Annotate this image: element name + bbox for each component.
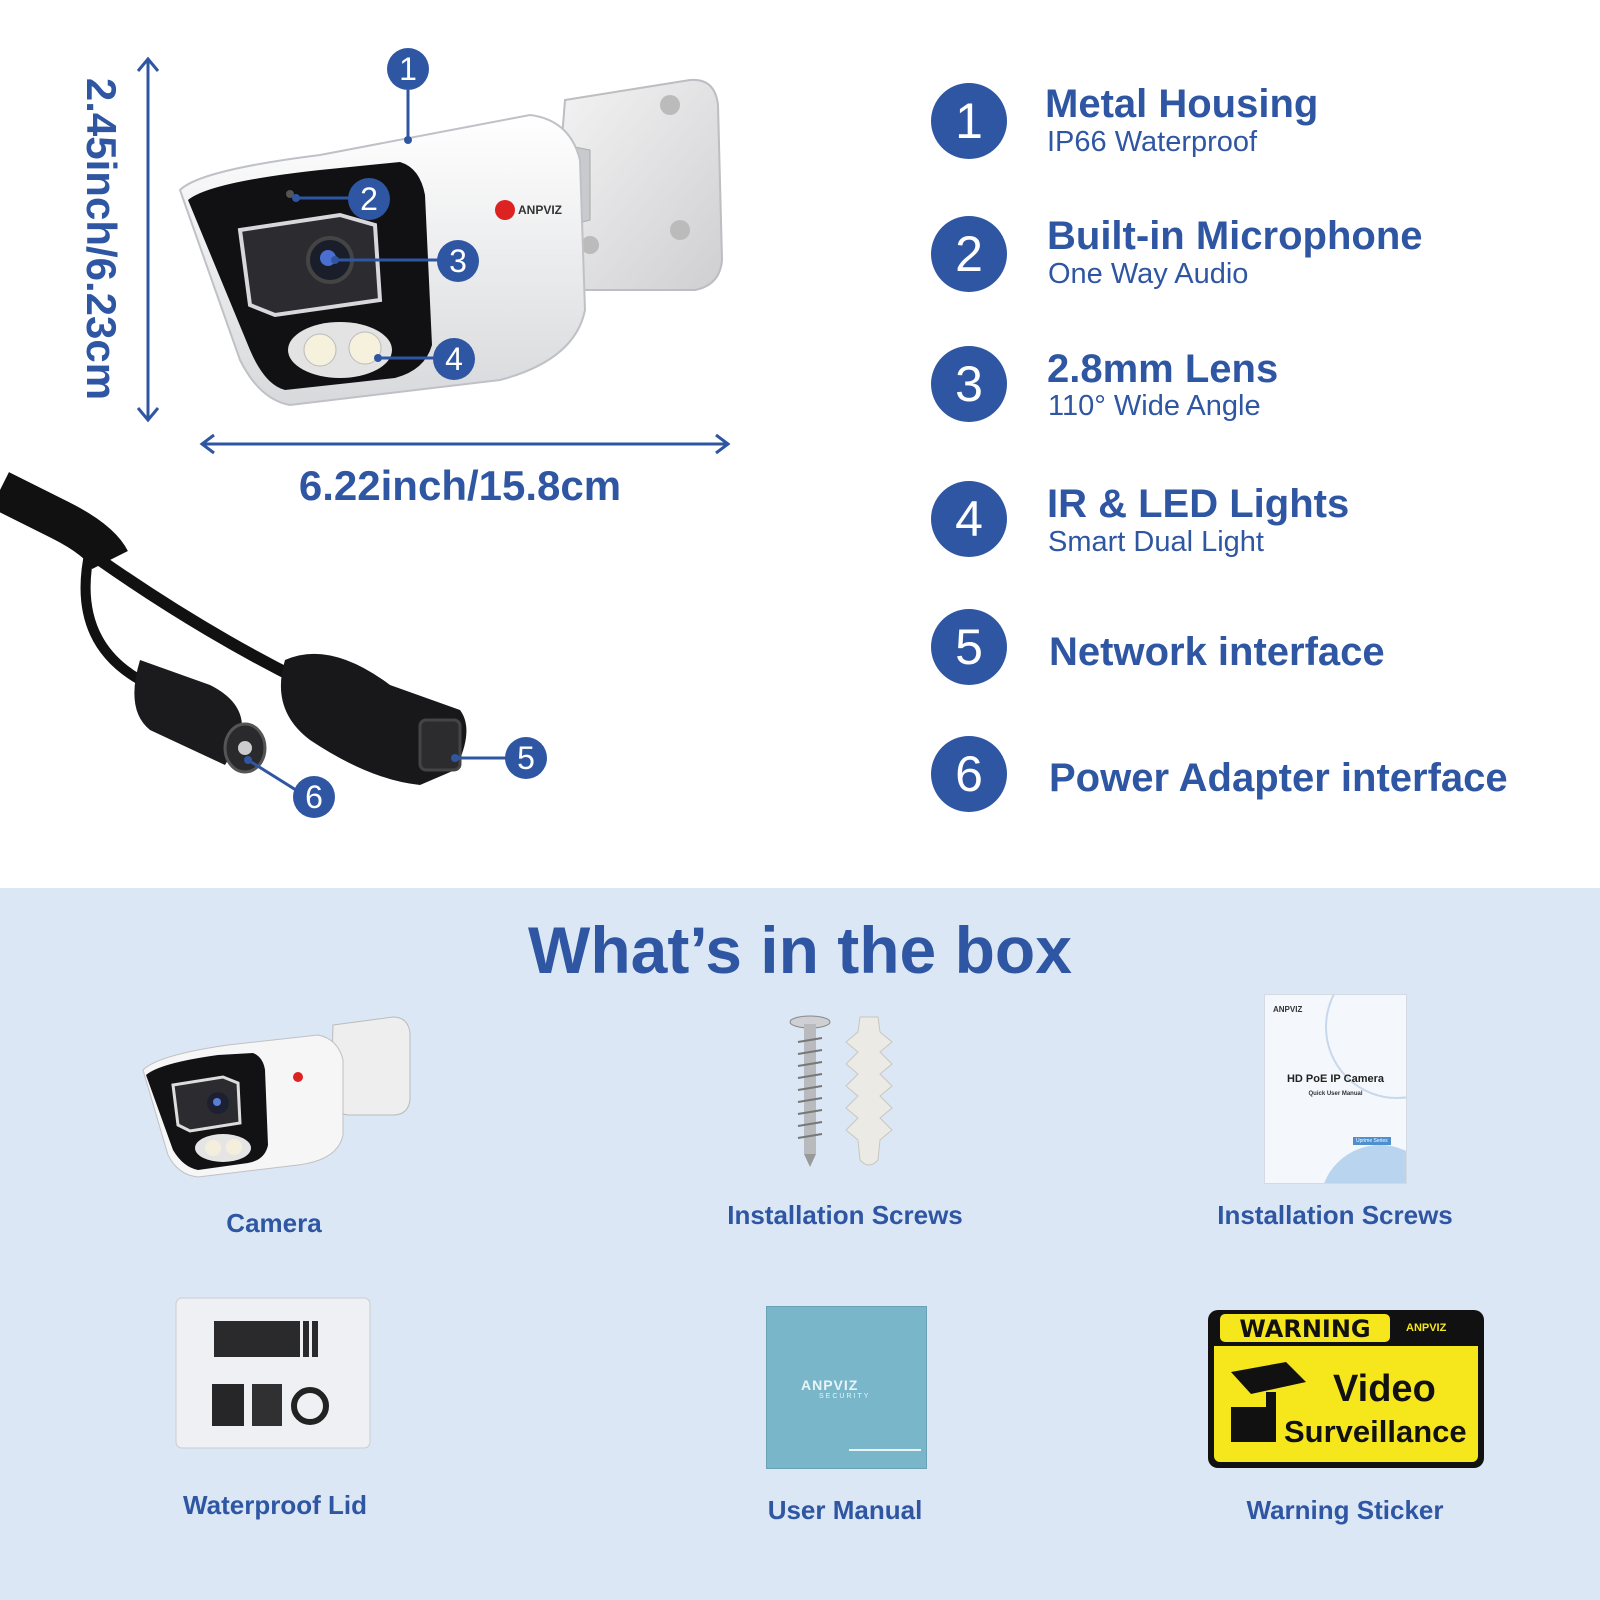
booklet-title: HD PoE IP Camera xyxy=(1286,1073,1384,1085)
sticker-warning-text: WARNING xyxy=(1220,1314,1390,1343)
feature-title-2: Built-in Microphone xyxy=(1047,214,1423,258)
feature-number-2: 2 xyxy=(931,216,1007,292)
feature-number-6: 6 xyxy=(931,736,1007,812)
box-item-label-installation-screws-2: Installation Screws xyxy=(1217,1200,1453,1230)
sticker-line1: Video xyxy=(1333,1368,1436,1410)
waterproof-lid-icon xyxy=(175,1297,371,1449)
feature-title-5: Network interface xyxy=(1049,630,1385,674)
box-item-label-installation-screws: Installation Screws xyxy=(727,1200,963,1230)
callout-1: 1 xyxy=(387,48,429,90)
feature-number-1: 1 xyxy=(931,83,1007,159)
user-manual-brand: ANPVIZ xyxy=(801,1377,859,1393)
sticker-brand: ANPVIZ xyxy=(1406,1322,1447,1334)
camera-brand-logo: ANPVIZ xyxy=(518,203,562,217)
sticker-line2: Surveillance xyxy=(1284,1414,1467,1449)
user-manual-icon: ANPVIZ SECURITY xyxy=(766,1306,927,1469)
box-item-label-waterproof-lid: Waterproof Lid xyxy=(183,1490,367,1520)
feature-subtitle-3: 110° Wide Angle xyxy=(1048,390,1261,422)
feature-number-5: 5 xyxy=(931,609,1007,685)
feature-subtitle-2: One Way Audio xyxy=(1048,258,1249,290)
callout-2: 2 xyxy=(348,178,390,220)
height-dimension-arrow xyxy=(136,56,160,423)
feature-number-4: 4 xyxy=(931,481,1007,557)
feature-title-3: 2.8mm Lens xyxy=(1047,347,1279,391)
camera-icon xyxy=(142,1016,411,1178)
feature-title-6: Power Adapter interface xyxy=(1049,756,1508,800)
callout-3: 3 xyxy=(437,240,479,282)
feature-number-3: 3 xyxy=(931,346,1007,422)
box-item-label-camera: Camera xyxy=(226,1208,322,1238)
warning-sticker-icon: WARNING ANPVIZ Video Surveillance xyxy=(1208,1310,1484,1468)
box-item-label-user-manual: User Manual xyxy=(767,1495,923,1525)
surveillance-camera-icon xyxy=(1231,1362,1306,1442)
manual-booklet-icon: ANPVIZ HD PoE IP Camera Quick User Manua… xyxy=(1264,994,1407,1184)
width-dimension-label: 6.22inch/15.8cm xyxy=(298,462,622,509)
callout-4: 4 xyxy=(433,338,475,380)
whats-in-box-title: What’s in the box xyxy=(528,913,1072,987)
feature-title-1: Metal Housing xyxy=(1045,82,1319,126)
booklet-subtitle: Quick User Manual xyxy=(1308,1091,1363,1097)
user-manual-tagline: SECURITY xyxy=(819,1393,871,1400)
feature-title-4: IR & LED Lights xyxy=(1047,482,1350,526)
cable-illustration xyxy=(0,472,467,785)
callout-6: 6 xyxy=(293,776,335,818)
screws-icon xyxy=(789,1015,893,1167)
feature-subtitle-4: Smart Dual Light xyxy=(1048,526,1264,558)
booklet-series-badge: Uprime Series xyxy=(1353,1137,1391,1145)
width-dimension-arrow xyxy=(199,433,731,455)
feature-subtitle-1: IP66 Waterproof xyxy=(1047,126,1258,158)
callout-5: 5 xyxy=(505,737,547,779)
box-item-label-warning-sticker: Warning Sticker xyxy=(1246,1495,1444,1525)
booklet-brand: ANPVIZ xyxy=(1273,1005,1303,1014)
callout-lines xyxy=(244,90,508,792)
